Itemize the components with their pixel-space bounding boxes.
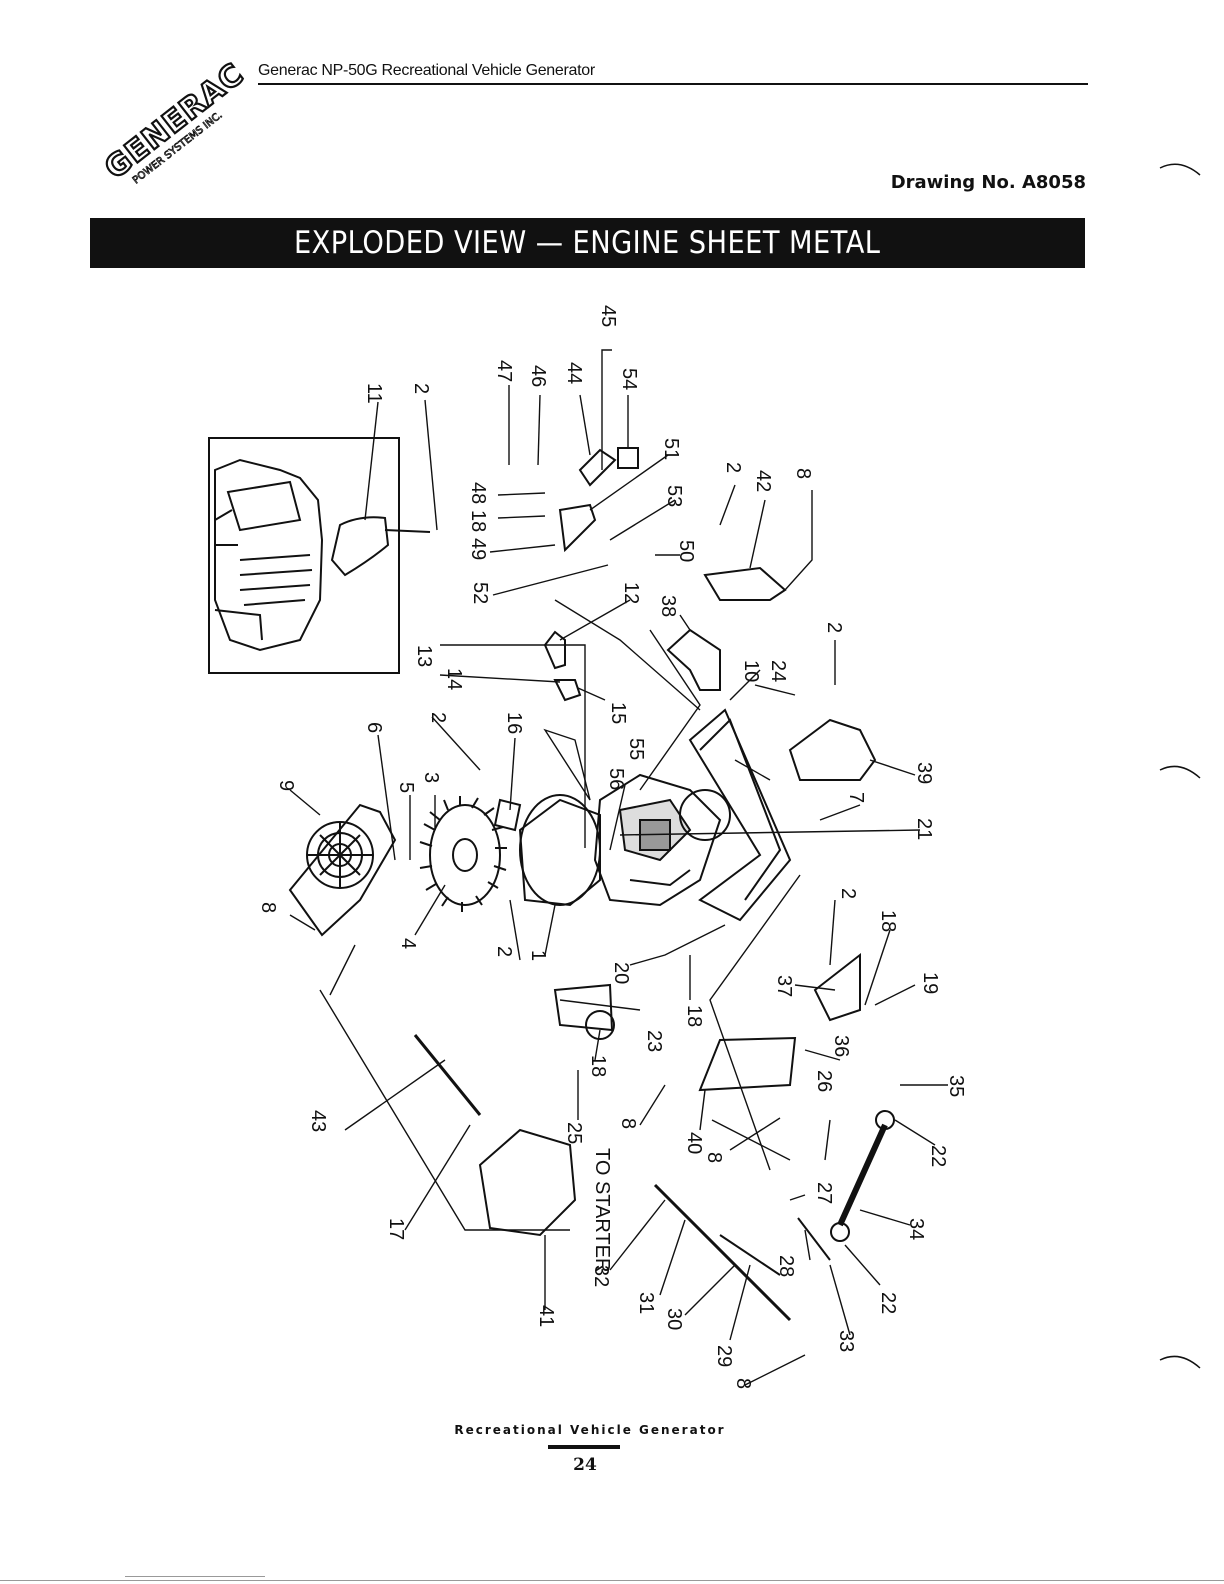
callout-20: 20: [610, 962, 632, 984]
callout-38: 38: [657, 595, 679, 617]
callout-14: 14: [443, 668, 465, 690]
callout-17: 17: [385, 1218, 407, 1240]
callout-9: 9: [275, 780, 297, 791]
callout-35: 35: [945, 1075, 967, 1097]
callout-7: 7: [845, 792, 867, 803]
callout-49: 49: [467, 538, 489, 560]
base-plate: [679, 708, 792, 922]
callout-2-c: 2: [823, 622, 845, 633]
callout-22-b: 22: [877, 1292, 899, 1314]
callout-8-d: 8: [703, 1152, 725, 1163]
to-starter-label: TO STARTER: [591, 1148, 613, 1272]
callout-1: 1: [527, 950, 549, 961]
callout-56: 56: [605, 768, 627, 790]
callout-45: 45: [597, 305, 619, 327]
sheet-metal-parts: [478, 447, 877, 1237]
callout-23: 23: [643, 1030, 665, 1052]
callout-50: 50: [675, 540, 697, 562]
callout-37: 37: [773, 975, 795, 997]
blower-housing: [518, 794, 601, 907]
callout-19: 19: [919, 972, 941, 994]
callout-31: 31: [635, 1292, 657, 1314]
callout-10: 10: [740, 660, 762, 682]
callout-27: 27: [813, 1182, 835, 1204]
footer-bar: [548, 1445, 620, 1449]
drawing-number: Drawing No. A8058: [890, 172, 1086, 193]
callout-2-e: 2: [493, 946, 515, 957]
page-edge-marks: [1159, 163, 1201, 1369]
bottom-rule: [0, 1580, 1224, 1581]
callout-46: 46: [527, 365, 549, 387]
callout-33: 33: [835, 1330, 857, 1352]
callout-39: 39: [913, 762, 935, 784]
callout-34: 34: [905, 1218, 927, 1240]
callout-26: 26: [813, 1070, 835, 1092]
callout-8-c: 8: [617, 1118, 639, 1129]
callout-8-b: 8: [257, 902, 279, 913]
callout-48: 48: [467, 482, 489, 504]
page-number: 24: [573, 1455, 597, 1475]
callout-3: 3: [420, 772, 442, 783]
callout-47: 47: [493, 360, 515, 382]
generac-logo: GENERAC POWER SYSTEMS INC.: [95, 55, 255, 202]
callout-44: 44: [563, 362, 585, 384]
header-rule: [258, 83, 1088, 85]
engine-block: [593, 773, 722, 907]
callout-18-a: 18: [467, 510, 489, 532]
callout-6: 6: [363, 722, 385, 733]
callout-29: 29: [713, 1345, 735, 1367]
banner-title: EXPLODED VIEW — ENGINE SHEET METAL: [294, 225, 881, 261]
callout-2-d: 2: [427, 712, 449, 723]
footer-caption: Recreational Vehicle Generator: [454, 1423, 726, 1437]
flywheel: [419, 796, 507, 912]
leader-lines: [289, 349, 948, 1386]
callout-18-b: 18: [877, 910, 899, 932]
callout-15: 15: [607, 702, 629, 724]
callout-2-f: 2: [837, 888, 859, 899]
bottom-rule-short: [125, 1576, 265, 1577]
inset-engine-view: [208, 437, 431, 674]
header-title: Generac NP-50G Recreational Vehicle Gene…: [258, 62, 595, 79]
callout-5: 5: [395, 782, 417, 793]
callout-41: 41: [535, 1305, 557, 1327]
linkage-rods: [413, 1034, 895, 1322]
callout-18-d: 18: [587, 1055, 609, 1077]
callout-53: 53: [663, 485, 685, 507]
callout-12: 12: [620, 582, 642, 604]
callout-52: 52: [469, 582, 491, 604]
callout-8-a: 8: [792, 468, 814, 479]
callout-55: 55: [625, 738, 647, 760]
callout-32: 32: [590, 1265, 612, 1287]
callout-42: 42: [752, 470, 774, 492]
callout-18-c: 18: [683, 1005, 705, 1027]
callout-11: 11: [363, 383, 385, 404]
callout-24: 24: [767, 660, 789, 682]
callout-13: 13: [413, 645, 435, 667]
callout-25: 25: [563, 1122, 585, 1144]
callout-2-b: 2: [722, 462, 744, 473]
fan-shroud: [288, 803, 397, 937]
callout-40: 40: [683, 1132, 705, 1154]
callout-36: 36: [830, 1035, 852, 1057]
title-banner: EXPLODED VIEW — ENGINE SHEET METAL: [90, 218, 1085, 268]
callout-2-a: 2: [410, 383, 432, 394]
callout-8-e: 8: [732, 1378, 754, 1389]
callout-16: 16: [503, 712, 525, 734]
callout-43: 43: [307, 1110, 329, 1132]
callout-4: 4: [397, 938, 419, 949]
callout-54: 54: [618, 368, 640, 390]
callout-51: 51: [660, 438, 682, 460]
callout-21: 21: [913, 818, 935, 840]
callout-22-a: 22: [927, 1145, 949, 1167]
callout-28: 28: [775, 1255, 797, 1277]
callout-30: 30: [663, 1308, 685, 1330]
callout-numbers: 45 47 46 44 54 11 2 51 53 50 49 18 48 52…: [257, 305, 967, 1389]
